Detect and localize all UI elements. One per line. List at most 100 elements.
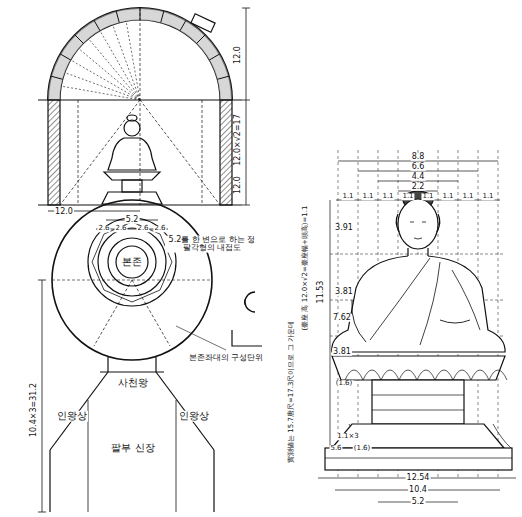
circle-outline (116, 246, 148, 278)
dimension-label: 5.2 (125, 216, 140, 224)
cross-section-stroke (124, 120, 140, 136)
cross-section-stroke (140, 8, 141, 205)
cross-section-stroke-stroke (89, 39, 140, 100)
cross-section-stroke-stroke (116, 11, 119, 23)
cross-section-stroke-stroke (79, 49, 140, 100)
dimension-label: 12.0 (54, 208, 74, 216)
note: 5.2를 한 변으로 하는 정 팔각형의 내접도 (165, 236, 259, 253)
dimension-label: 2.6 (97, 225, 110, 232)
buddha-statue-stroke (440, 320, 470, 323)
cross-section-stroke (242, 100, 250, 101)
cross-section-stroke-stroke (161, 11, 164, 23)
buddha-statue-stroke-stroke (453, 370, 471, 380)
dimension-label: 2.6 (153, 225, 166, 232)
floor-plan-stroke (49, 450, 50, 512)
dimension-label: 12.0 (234, 45, 242, 65)
dimension-label: 1.1 (341, 193, 354, 200)
buddha-statue-stroke (372, 410, 464, 411)
floor-plan-stroke (38, 280, 46, 281)
floor-plan-stroke (176, 326, 226, 350)
floor-plan-stroke (50, 372, 108, 450)
cross-section-stroke-stroke (94, 20, 100, 30)
dimension-label: 3.81 (332, 348, 352, 356)
cross-section-stroke (61, 21, 140, 100)
cross-section-stroke (127, 115, 137, 121)
floor-plan-stroke (176, 400, 177, 512)
note: 본존좌대의 구성단위 (188, 354, 265, 362)
floor-plan-stroke (98, 228, 166, 296)
statue-label: 본존 (122, 255, 142, 269)
area-label: 팔부 신장 (110, 443, 155, 454)
buddha-statue-stroke-stroke (345, 370, 363, 380)
cross-section-stroke-stroke (71, 60, 140, 100)
dimension-label: 12.0×√2=17 (234, 113, 242, 167)
dimension-label: 1.1 (401, 193, 414, 200)
floor-plan-stroke (244, 298, 246, 306)
buddha-statue-stroke (370, 258, 480, 345)
buddha-statue-stroke (330, 254, 505, 255)
buddha-statue-stroke (325, 458, 512, 459)
dimension-label: 10.4 (408, 486, 428, 494)
floor-plan-stroke (232, 330, 262, 346)
cross-section-stroke-stroke (197, 35, 205, 43)
dimension-label: 5.2 (411, 498, 426, 506)
note: (臺座 高 12.0×√2=臺座幅+頭高)=1.1 (302, 204, 309, 331)
buddha-statue-stroke (408, 248, 428, 256)
buddha-statue-stroke (332, 356, 505, 380)
floor-plan-stroke (94, 280, 132, 346)
area-label: 사천왕 (117, 378, 149, 389)
buddha-statue-stroke (352, 300, 366, 342)
cross-section-stroke-stroke (75, 35, 83, 43)
floor-plan-stroke (155, 357, 156, 372)
dimension-label: 7.62 (332, 314, 352, 322)
cross-section-stroke (220, 100, 232, 205)
dimension-label: 11.53 (317, 280, 325, 305)
dimension-label: 3.91 (334, 224, 354, 232)
cross-section-stroke (108, 138, 156, 170)
dimension-label: 4.4 (411, 173, 426, 181)
dimension-label: 1.1 (421, 193, 434, 200)
cross-section-stroke-stroke (100, 31, 140, 100)
cross-section-stroke (140, 100, 220, 205)
buddha-statue-stroke (330, 200, 331, 470)
cross-section-stroke (48, 100, 60, 205)
cross-section-stroke-stroke (61, 86, 140, 100)
cross-section-stroke (78, 100, 79, 205)
dimension-label: 1.1 (481, 193, 494, 200)
floor-plan-stroke (213, 450, 214, 512)
buddha-statue-stroke (332, 256, 505, 352)
cross-section-stroke (60, 100, 140, 205)
floor-plan-stroke (107, 357, 108, 372)
dimension-label: 1.1×3 (336, 433, 359, 440)
dimension-label: 6.6 (411, 163, 426, 171)
buddha-statue-stroke-stroke (498, 150, 499, 478)
dimension-label: 1.1 (461, 193, 474, 200)
buddha-statue-stroke-stroke (417, 370, 435, 380)
floor-plan-stroke (38, 512, 46, 513)
statue-circle: 본존 (115, 245, 149, 279)
buddha-statue-stroke-stroke (435, 370, 453, 380)
dimension-label: (1.6) (335, 380, 354, 387)
cross-section-stroke-stroke (217, 76, 229, 79)
dimension-label: 1.1 (441, 193, 454, 200)
floor-plan-stroke (100, 371, 164, 372)
cross-section-stroke (122, 180, 142, 192)
buddha-statue-stroke-stroke (489, 370, 507, 380)
buddha-statue-stroke-stroke (471, 370, 489, 380)
cross-section-stroke (242, 8, 250, 9)
floor-plan-stroke (52, 280, 212, 281)
buddha-statue-stroke (396, 214, 440, 232)
floor-plan-stroke (92, 222, 172, 302)
floor-plan-stroke (108, 238, 156, 286)
dimension-label: 8.8 (411, 153, 426, 161)
buddha-statue-stroke (410, 222, 426, 239)
dimension-label: 2.2 (411, 183, 426, 191)
buddha-statue (318, 150, 516, 502)
dimension-label: 10.4×3=31.2 (30, 382, 38, 438)
dimension-label: 2.6 (136, 225, 149, 232)
dimension-label: 1.1 (381, 193, 394, 200)
cross-section-stroke-stroke (51, 76, 63, 79)
buddha-statue-stroke-stroke (399, 370, 417, 380)
